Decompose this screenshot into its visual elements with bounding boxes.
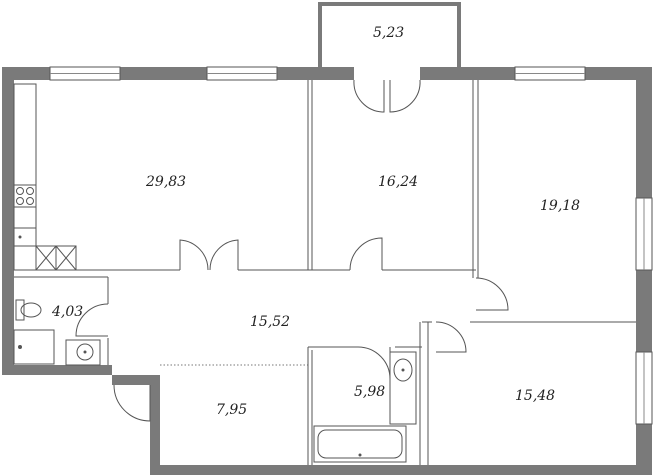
toilet-icon <box>15 299 42 321</box>
windows-right <box>635 197 653 425</box>
stove-icon <box>13 184 37 208</box>
bathtub-icon <box>313 425 407 463</box>
interior-walls <box>14 80 636 465</box>
windows-top <box>49 66 586 81</box>
balcony <box>318 2 461 67</box>
outer-walls <box>2 67 652 475</box>
washing-machine-icon <box>65 339 101 366</box>
bathroom-fixtures <box>313 351 417 463</box>
sink-icon <box>13 227 37 247</box>
area-label-bedroom-right-lower: 15,48 <box>515 388 555 404</box>
area-label-bathroom-small: 4,03 <box>51 304 83 320</box>
washbasin-icon <box>13 329 55 365</box>
area-label-bedroom-middle: 16,24 <box>378 174 418 190</box>
area-label-hallway: 15,52 <box>250 314 290 330</box>
area-label-storage: 7,95 <box>216 402 247 418</box>
area-labels: 5,23 29,83 16,24 19,18 4,03 15,52 7,95 5… <box>51 25 580 418</box>
area-label-balcony: 5,23 <box>373 25 404 41</box>
small-bath-fixtures <box>13 299 101 366</box>
area-label-living-kitchen: 29,83 <box>145 174 186 190</box>
kitchen-fixtures <box>13 83 77 271</box>
basin-icon <box>389 351 417 425</box>
doors <box>75 79 509 422</box>
area-label-bathroom: 5,98 <box>354 384 385 400</box>
area-label-bedroom-right-upper: 19,18 <box>540 198 580 214</box>
